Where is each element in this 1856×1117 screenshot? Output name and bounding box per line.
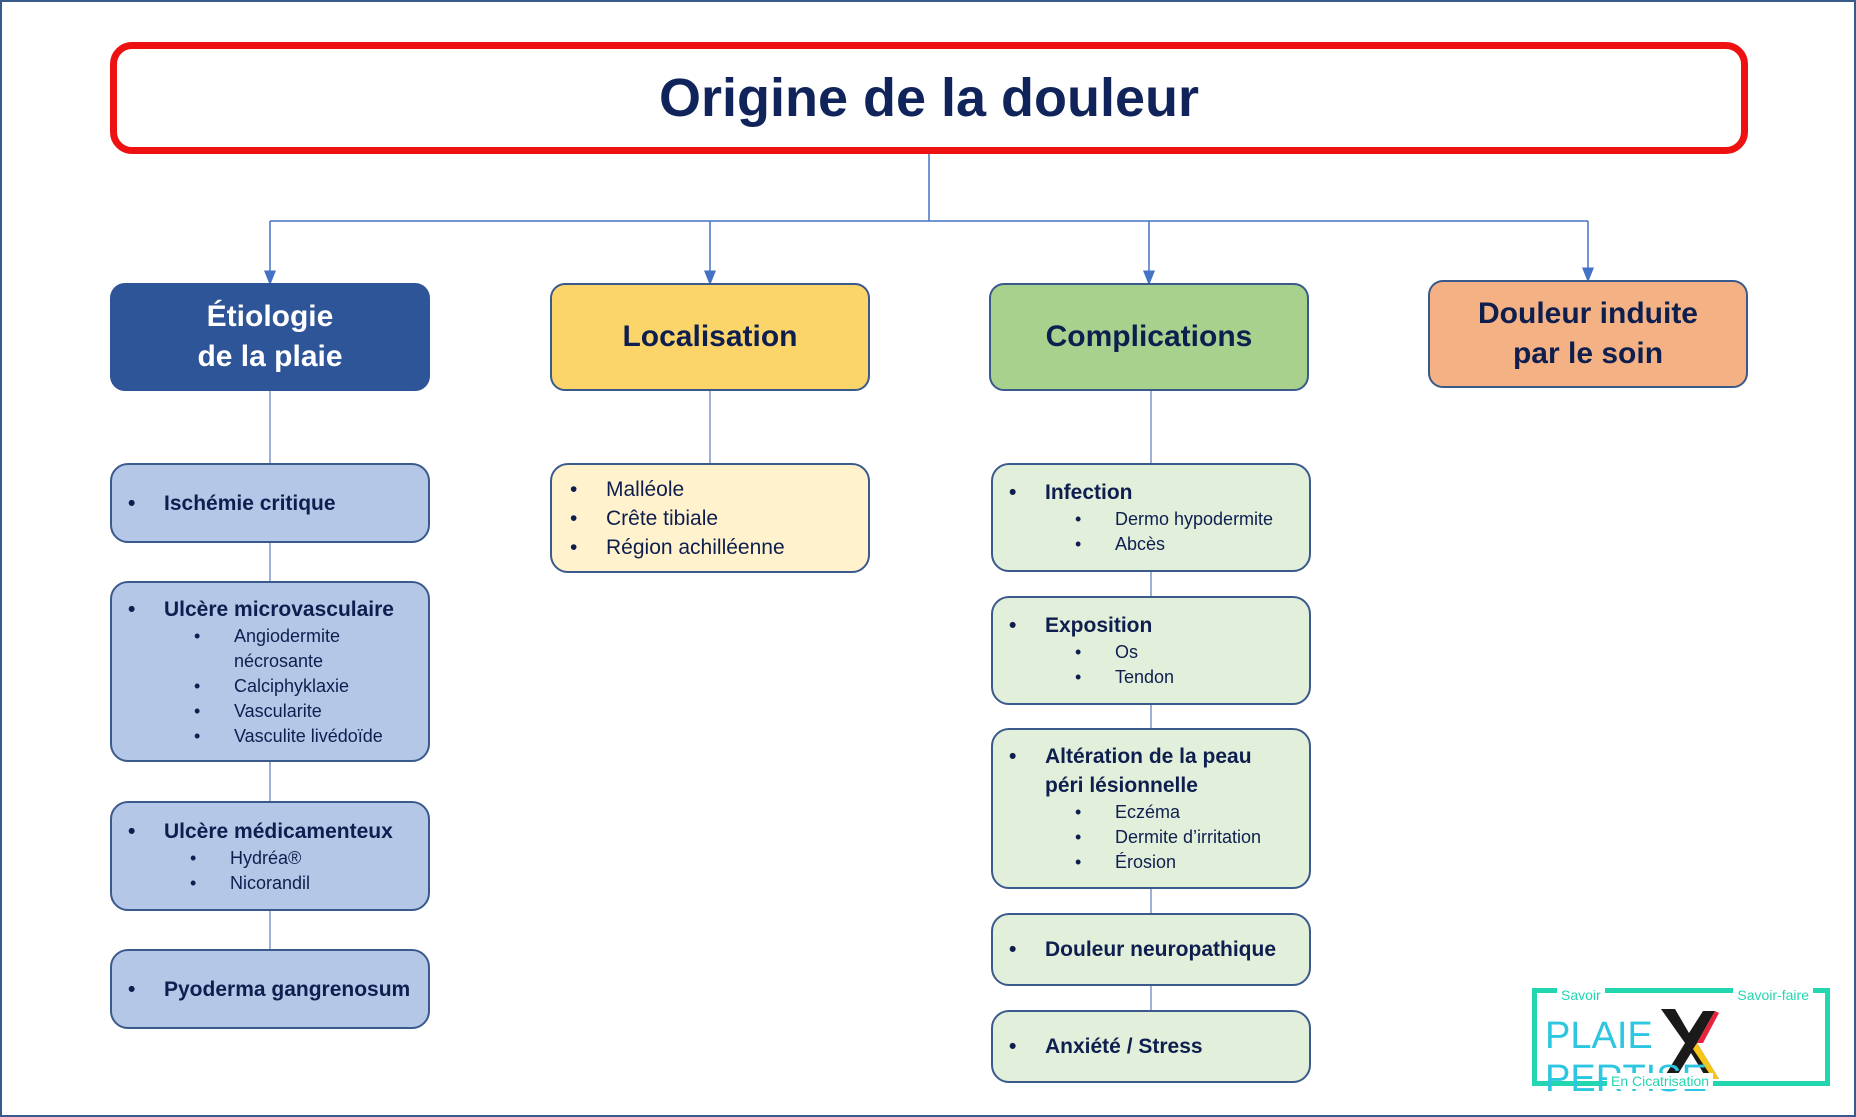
list-item: • Ischémie critique [122, 489, 418, 518]
item-label: Exposition [1045, 614, 1153, 637]
sub-item: • Dermo hypodermite [1003, 507, 1299, 532]
sub-item-label: Calciphyklaxie [234, 675, 350, 696]
complications-box-anxiete: • Anxiété / Stress [991, 1010, 1311, 1083]
sub-item-label: Vasculite livédoïde [234, 725, 383, 746]
list-item: • Infection [1003, 478, 1299, 507]
sub-item-label: Angiodermite nécrosante [234, 625, 341, 671]
bullet: • [1075, 802, 1082, 822]
sub-item: • Vascularite [122, 699, 418, 724]
bullet: • [128, 491, 136, 515]
sub-item-label: Os [1115, 642, 1139, 662]
sub-item: • Nicorandil [122, 871, 418, 896]
category-etiologie: Étiologie de la plaie [110, 283, 430, 391]
bullet: • [1009, 614, 1017, 637]
complications-box-neuropathique: • Douleur neuropathique [991, 913, 1311, 986]
logo-x-icon [1661, 1009, 1719, 1079]
sub-item-label: Érosion [1115, 852, 1177, 872]
item-label: Pyoderma gangrenosum [164, 977, 411, 1001]
bullet: • [1075, 534, 1082, 554]
bullet: • [128, 819, 136, 843]
sub-item-label: Dermo hypodermite [1115, 509, 1274, 529]
complications-box-alteration: •Altération de la peau péri lésionnelle … [991, 728, 1311, 889]
title-box: Origine de la douleur [110, 42, 1748, 154]
sub-item-label: Tendon [1115, 667, 1175, 687]
bullet: • [194, 625, 201, 646]
category-douleur-induite: Douleur induite par le soin [1428, 280, 1748, 388]
sub-item-label: Vascularite [234, 700, 322, 721]
list-item: • Crête tibiale [564, 504, 858, 533]
bullet: • [1075, 852, 1082, 872]
etiologie-box-pyoderma: • Pyoderma gangrenosum [110, 949, 430, 1029]
bullet: • [570, 535, 578, 559]
list-item: • Douleur neuropathique [1003, 935, 1299, 964]
sub-item: • Calciphyklaxie [122, 674, 418, 699]
sub-item-label: Eczéma [1115, 802, 1181, 822]
complications-box-exposition: • Exposition • Os • Tendon [991, 596, 1311, 705]
bullet: • [190, 847, 197, 868]
item-label: Ischémie critique [164, 491, 336, 515]
sub-item-label: Abcès [1115, 534, 1166, 554]
sub-item: • Tendon [1003, 665, 1299, 690]
logo-savoir-faire: Savoir-faire [1733, 987, 1813, 1003]
sub-item: • Eczéma [1003, 800, 1299, 825]
logo-plaie: PLAIE [1545, 1015, 1653, 1057]
list-item: • Anxiété / Stress [1003, 1032, 1299, 1061]
bullet: • [1009, 1035, 1017, 1058]
bullet: • [128, 597, 136, 621]
sub-item: • Dermite d’irritation [1003, 825, 1299, 850]
list-item: • Pyoderma gangrenosum [122, 975, 418, 1004]
item-label: Anxiété / Stress [1045, 1035, 1203, 1058]
logo-savoir: Savoir [1557, 987, 1605, 1003]
item-label: Infection [1045, 481, 1133, 504]
bullet: • [194, 675, 201, 696]
item-label: Ulcère microvasculaire [164, 597, 394, 621]
etiologie-box-microvasculaire: • Ulcère microvasculaire • Angiodermite né… [110, 581, 430, 762]
bullet: • [1009, 938, 1017, 961]
item-label: Altération de la peau péri lésionnelle [1045, 745, 1252, 797]
etiologie-box-ischemie: • Ischémie critique [110, 463, 430, 543]
sub-item-label: Hydréa® [230, 847, 302, 868]
list-item: • Malléole [564, 475, 858, 504]
sub-item: • Os [1003, 640, 1299, 665]
bullet: • [194, 725, 201, 746]
etiologie-box-medicamenteux: • Ulcère médicamenteux • Hydréa® • Nicorand… [110, 801, 430, 911]
bullet: • [1075, 642, 1082, 662]
bullet: • [128, 977, 136, 1001]
sub-item: • Angiodermite nécrosante [122, 624, 418, 674]
sub-item: • Érosion [1003, 850, 1299, 875]
plaie-expertise-logo: Savoir Savoir-faire PLAIEPERTISE En Cica… [1532, 987, 1830, 1100]
bullet: • [190, 872, 197, 893]
bullet: • [1009, 481, 1017, 504]
list-item: • Exposition [1003, 611, 1299, 640]
sub-item: • Vasculite livédoïde [122, 724, 418, 749]
bullet: • [194, 700, 201, 721]
localisation-box: • Malléole • Crête tibiale • Région achillé… [550, 463, 870, 573]
item-label: Douleur neuropathique [1045, 938, 1276, 961]
item-label: Région achilléenne [606, 535, 785, 559]
bullet: • [1075, 827, 1082, 847]
item-label: Ulcère médicamenteux [164, 819, 393, 843]
list-item: • Ulcère médicamenteux [122, 817, 418, 846]
item-label: Malléole [606, 477, 685, 501]
sub-item: • Abcès [1003, 532, 1299, 557]
logo-en-cicatrisation: En Cicatrisation [1607, 1073, 1714, 1089]
diagram-title: Origine de la douleur [658, 68, 1200, 128]
category-complications: Complications [989, 283, 1309, 391]
list-item: • Ulcère microvasculaire [122, 595, 418, 624]
sub-item: • Hydréa® [122, 846, 418, 871]
item-label: Crête tibiale [606, 506, 719, 530]
list-item: • Région achilléenne [564, 533, 858, 562]
bullet: • [1075, 667, 1082, 687]
bullet: • [1009, 745, 1017, 768]
complications-box-infection: • Infection • Dermo hypodermite • Abcès [991, 463, 1311, 572]
sub-item-label: Nicorandil [230, 872, 311, 893]
bullet: • [570, 506, 578, 530]
category-localisation: Localisation [550, 283, 870, 391]
bullet: • [1075, 509, 1082, 529]
list-item: • Altération de la peau péri lésionnelle [1003, 742, 1299, 800]
sub-item-label: Dermite d’irritation [1115, 827, 1262, 847]
bullet: • [570, 477, 578, 501]
